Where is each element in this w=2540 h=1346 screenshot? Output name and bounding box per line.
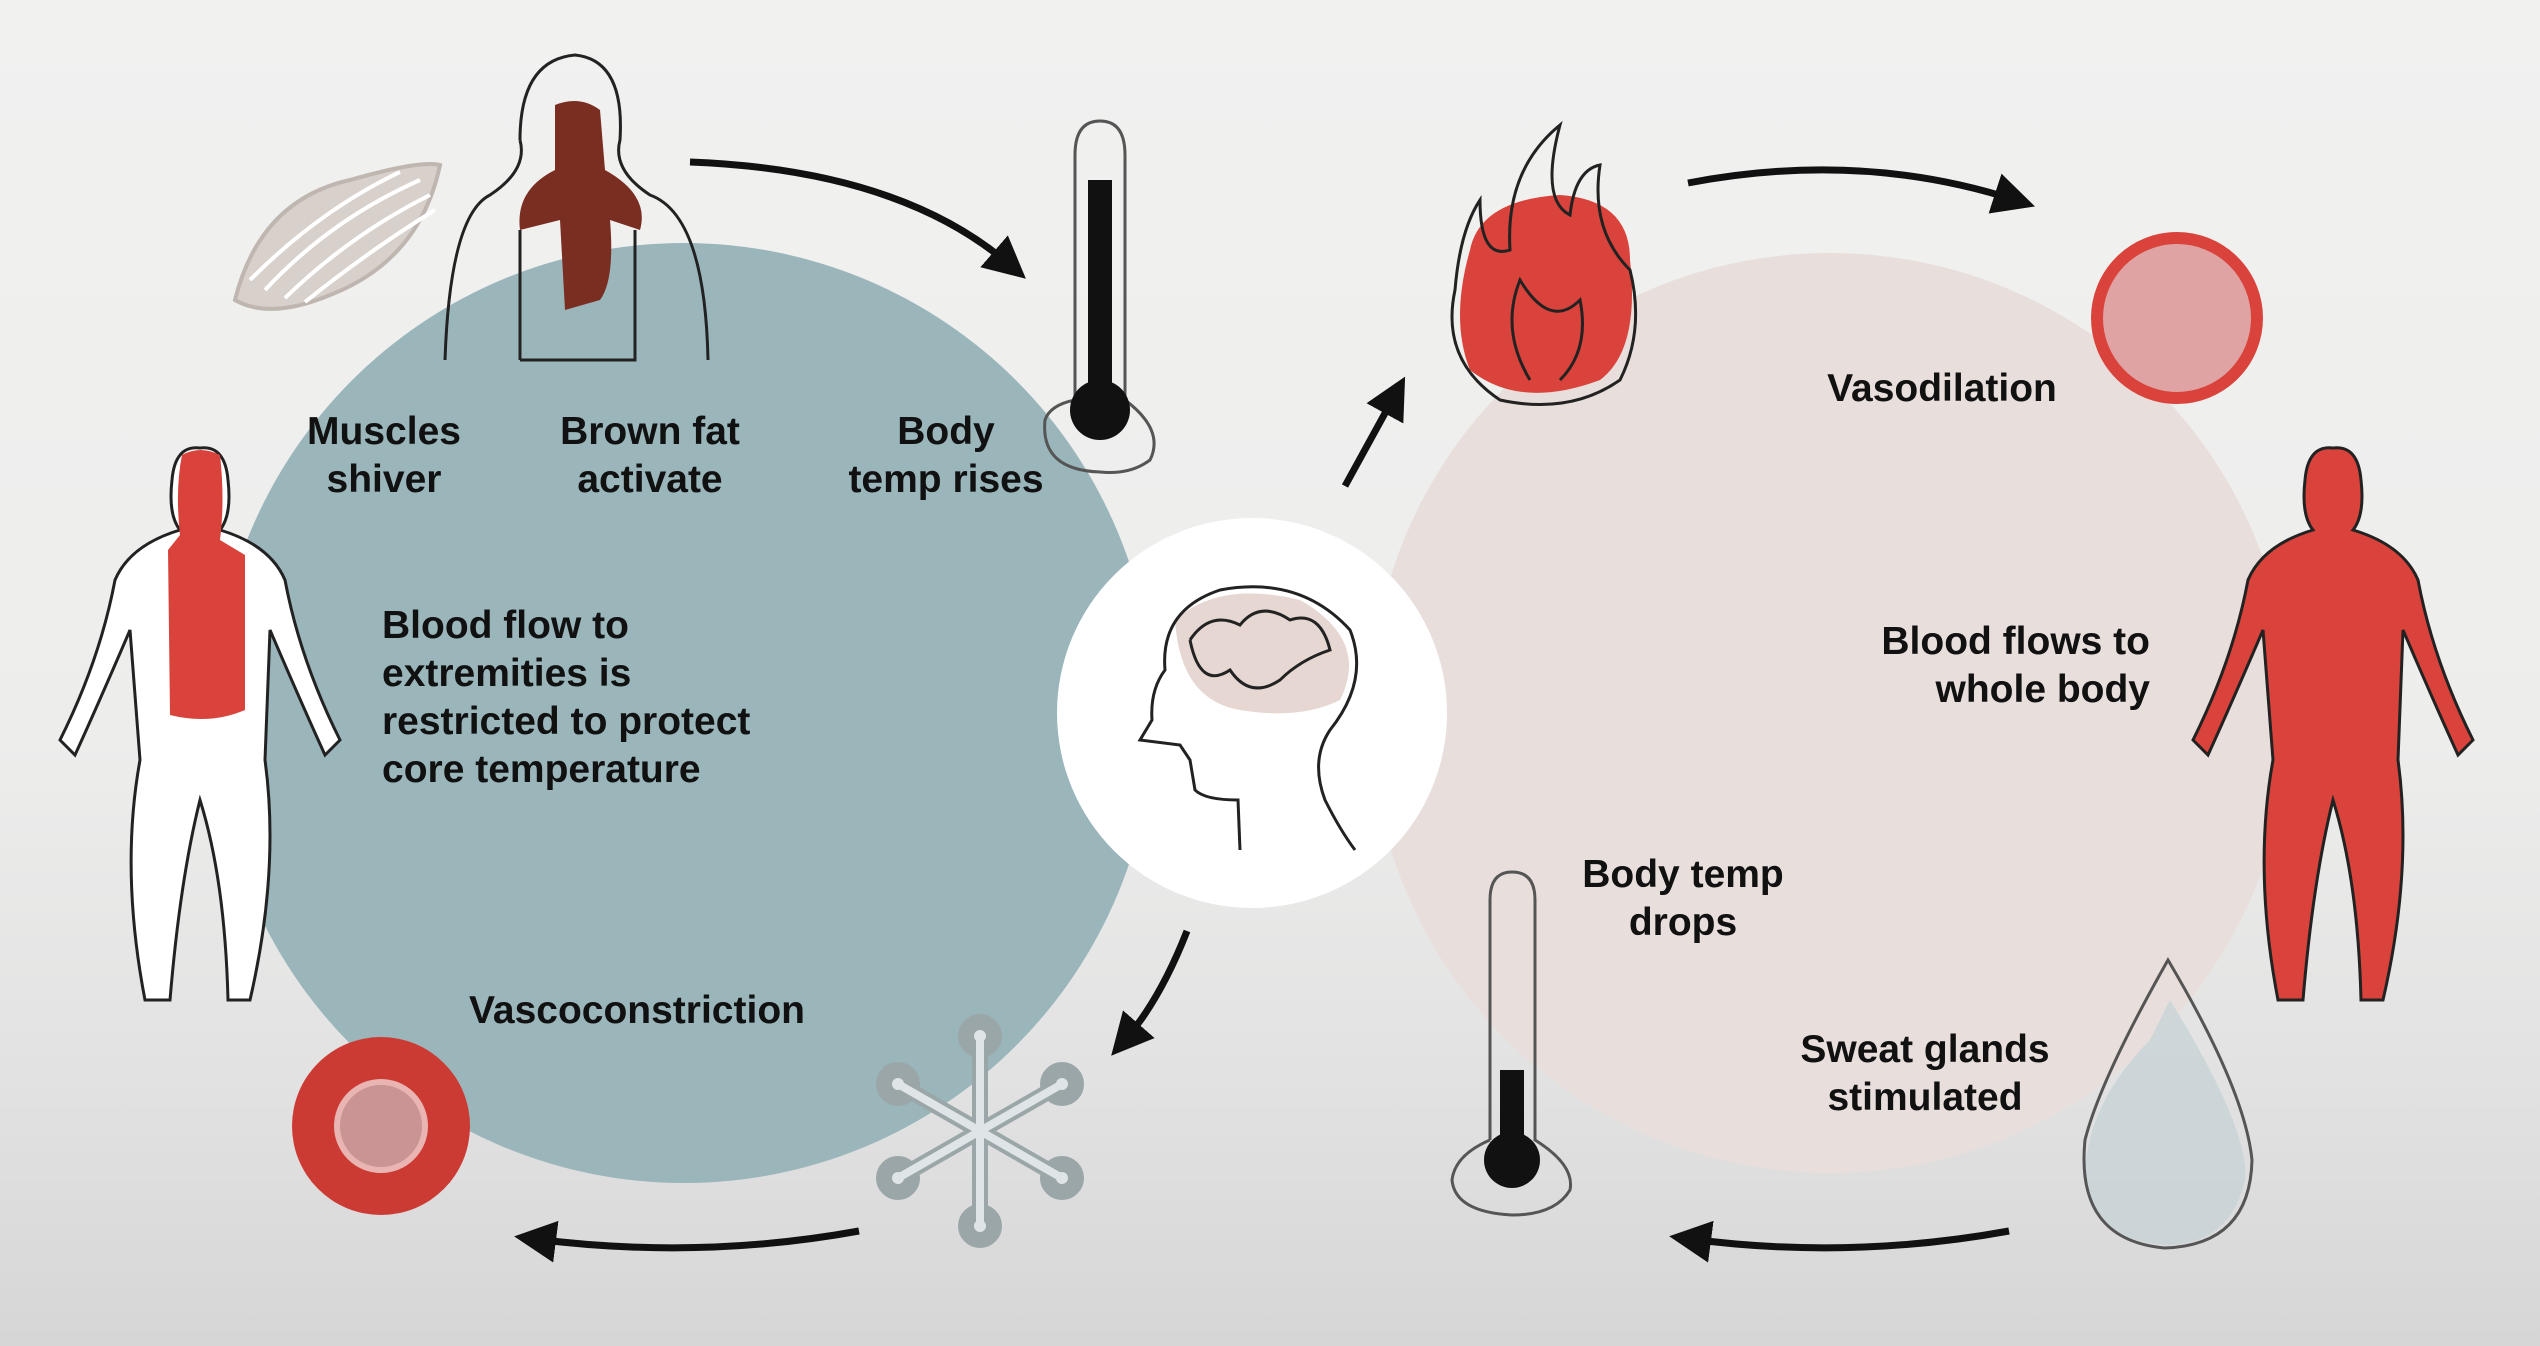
brain-head-icon	[1137, 585, 1359, 851]
label-blood-flows-whole-body: Blood flows to whole body	[1881, 620, 2150, 711]
dilated-vessel-icon	[2091, 232, 2263, 404]
human-core-blood-icon	[58, 446, 342, 1002]
fire-icon	[1450, 120, 1638, 406]
muscle-icon	[232, 162, 443, 311]
snowflake-icon	[876, 1014, 1084, 1248]
label-body-temp-drops: Body temp drops	[1582, 853, 1784, 944]
torso-brown-fat-icon	[443, 53, 710, 362]
arrow-sweat-to-temp-drop	[1669, 1220, 2010, 1263]
label-vasodilation: Vasodilation	[1827, 367, 2057, 410]
arrow-snowflake-to-vessel	[514, 1220, 860, 1263]
label-sweat-glands-stimulated: Sweat glands stimulated	[1800, 1028, 2050, 1119]
label-vasoconstriction: Vascoconstriction	[469, 989, 805, 1032]
label-blood-flow-restricted: Blood flow to extremities is restricted …	[382, 604, 751, 791]
label-body-temp-rises: Body temp rises	[848, 410, 1044, 501]
cold-response-circle	[214, 243, 1154, 1183]
arrow-brain-to-snowflake	[1111, 929, 1191, 1056]
label-brown-fat-activate: Brown fat activate	[560, 410, 740, 501]
warm-response-circle	[1370, 253, 2290, 1173]
brain-circle	[1057, 518, 1447, 908]
thermometer-low-icon	[1450, 870, 1573, 1217]
arrow-fire-to-vasodilation	[1687, 166, 2035, 214]
arrow-brownfat-to-temp	[689, 158, 1026, 279]
label-muscles-shiver: Muscles shiver	[307, 410, 461, 501]
arrow-brain-to-fire	[1341, 376, 1406, 488]
human-full-blood-icon	[2191, 446, 2475, 1002]
sweat-drop-icon	[2082, 957, 2254, 1250]
constricted-vessel-icon	[292, 1037, 470, 1215]
thermometer-high-icon	[1043, 119, 1156, 474]
